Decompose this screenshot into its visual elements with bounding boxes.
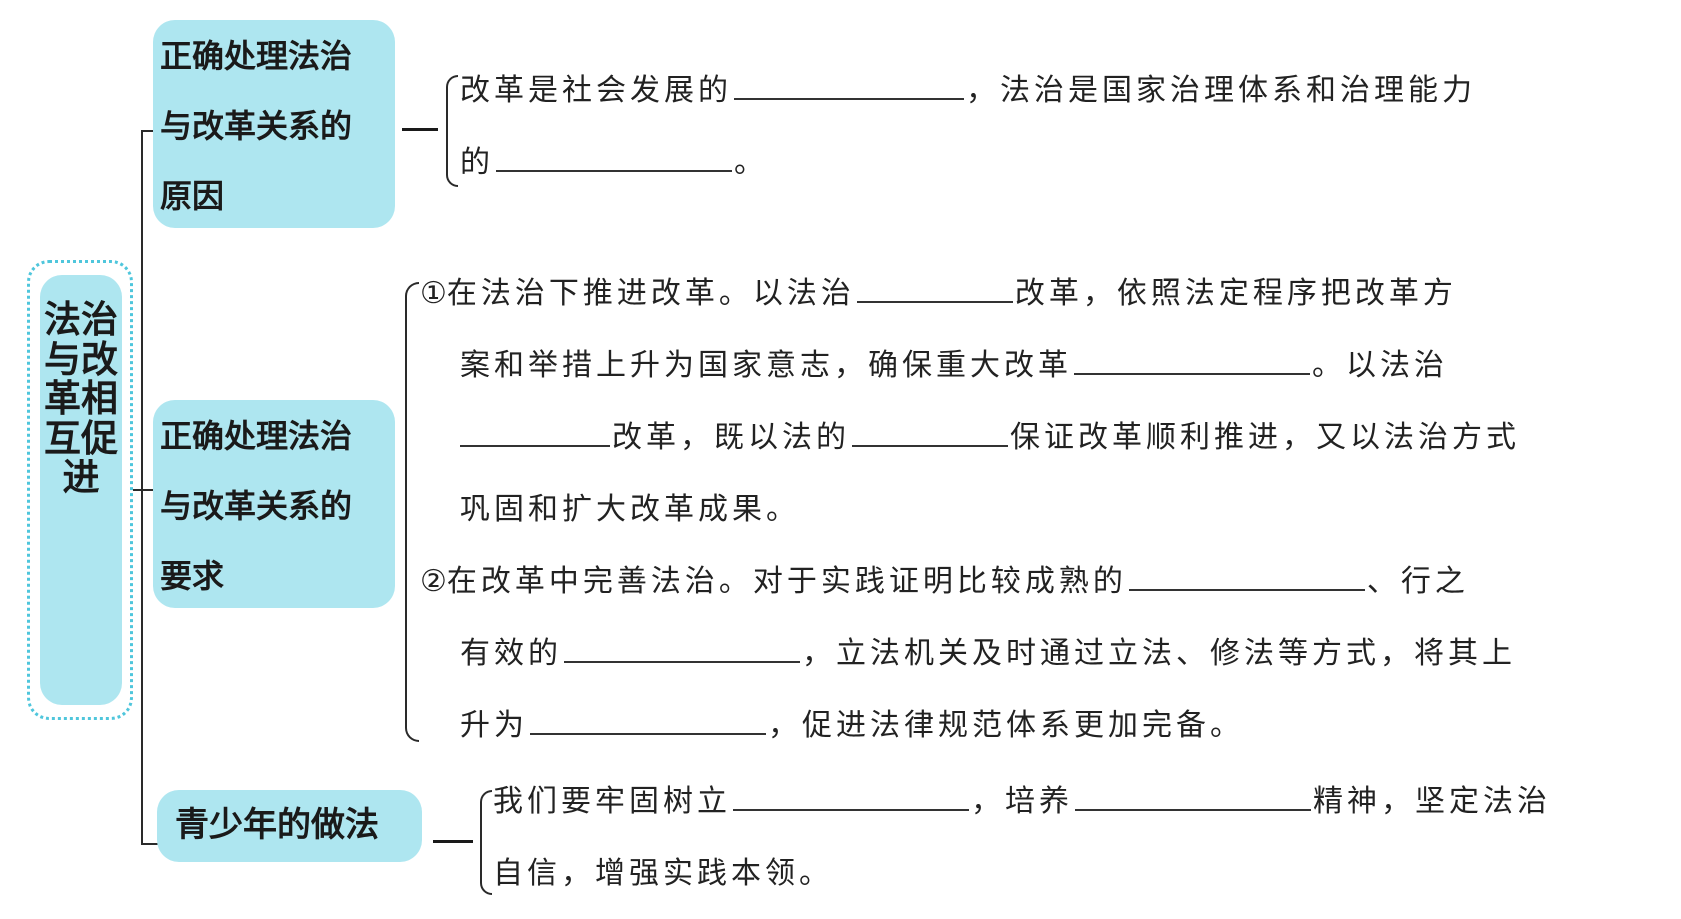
req-text-5b: 、行之 — [1366, 564, 1469, 599]
youth-line-2: 自信，增强实践本领。 — [493, 838, 833, 910]
req-text-1a: 在法治下推进改革。以法治 — [446, 276, 855, 311]
blank-youth-2[interactable] — [1075, 779, 1311, 811]
root-connector — [133, 489, 143, 491]
branch-node-youth — [157, 790, 422, 862]
branch-node-reason — [153, 20, 395, 228]
reason-text-2a: 的 — [460, 145, 494, 180]
branch-dash-youth — [433, 840, 473, 843]
req-text-3b: 保证改革顺利推进，又以法治方式 — [1010, 420, 1520, 455]
req-item2-line-3: 升为 ，促进法律规范体系更加完备。 — [460, 690, 1244, 762]
root-title: 法治与改革相互促进 — [44, 298, 118, 499]
blank-req-1[interactable] — [856, 271, 1013, 303]
blank-req-5[interactable] — [1128, 559, 1365, 591]
branch-label-reason-1: 正确处理法治 — [160, 37, 353, 75]
req-text-6b: ，立法机关及时通过立法、修法等方式，将其上 — [802, 636, 1516, 671]
req-item2-line-1: ②在改革中完善法治。对于实践证明比较成熟的 、行之 — [420, 546, 1469, 618]
blank-reason-2[interactable] — [496, 140, 732, 172]
req-text-5a: 在改革中完善法治。对于实践证明比较成熟的 — [446, 564, 1127, 599]
reason-text-2b: 。 — [734, 145, 768, 180]
youth-text-2: 自信，增强实践本领。 — [493, 856, 833, 891]
item-2-number: ② — [420, 564, 447, 599]
req-item1-line-4: 巩固和扩大改革成果。 — [460, 474, 800, 546]
blank-req-6[interactable] — [564, 631, 800, 663]
branch-label-reason-3: 原因 — [160, 177, 225, 215]
blank-req-7[interactable] — [530, 703, 766, 735]
branch-label-requirement-1: 正确处理法治 — [160, 417, 353, 455]
reason-text-1a: 改革是社会发展的 — [460, 73, 732, 108]
req-item1-line-1: ①在法治下推进改革。以法治 改革，依照法定程序把改革方 — [420, 258, 1457, 330]
req-text-2a: 案和举措上升为国家意志，确保重大改革 — [460, 348, 1072, 383]
branch-label-requirement-3: 要求 — [160, 557, 225, 595]
youth-text-1a: 我们要牢固树立 — [493, 784, 731, 819]
blank-req-3[interactable] — [460, 415, 610, 447]
req-text-1b: 改革，依照法定程序把改革方 — [1014, 276, 1457, 311]
blank-reason-1[interactable] — [734, 68, 964, 100]
youth-text-1c: 精神，坚定法治 — [1313, 784, 1551, 819]
req-text-3a: 改革，既以法的 — [612, 420, 850, 455]
req-text-4: 巩固和扩大改革成果。 — [460, 492, 800, 527]
req-text-7a: 升为 — [460, 708, 528, 743]
trunk-branch-3 — [141, 843, 159, 845]
blank-youth-1[interactable] — [733, 779, 969, 811]
brace-reason — [446, 75, 458, 187]
reason-line-1: 改革是社会发展的 ，法治是国家治理体系和治理能力 — [460, 55, 1476, 127]
brace-requirement — [405, 282, 419, 742]
youth-text-1b: ，培养 — [971, 784, 1073, 819]
req-text-6a: 有效的 — [460, 636, 562, 671]
req-item1-line-3: 改革，既以法的 保证改革顺利推进，又以法治方式 — [460, 402, 1520, 474]
youth-line-1: 我们要牢固树立 ，培养 精神，坚定法治 — [493, 766, 1551, 838]
branch-dash-reason — [402, 128, 438, 131]
req-text-2b: 。以法治 — [1312, 348, 1448, 383]
blank-req-4[interactable] — [852, 415, 1008, 447]
branch-node-requirement — [153, 400, 395, 608]
blank-req-2[interactable] — [1074, 343, 1310, 375]
trunk-branch-1 — [141, 130, 153, 132]
trunk-branch-2 — [141, 489, 153, 491]
branch-label-requirement-2: 与改革关系的 — [160, 487, 353, 525]
trunk-line — [141, 130, 143, 845]
root-node-frame — [27, 260, 133, 720]
branch-label-youth: 青少年的做法 — [175, 805, 379, 845]
req-text-7b: ，促进法律规范体系更加完备。 — [768, 708, 1244, 743]
req-item2-line-2: 有效的 ，立法机关及时通过立法、修法等方式，将其上 — [460, 618, 1516, 690]
item-1-number: ① — [420, 276, 447, 311]
root-node — [40, 275, 122, 705]
brace-youth — [480, 790, 492, 895]
req-item1-line-2: 案和举措上升为国家意志，确保重大改革 。以法治 — [460, 330, 1448, 402]
reason-line-2: 的。 — [460, 127, 768, 199]
reason-text-1b: ，法治是国家治理体系和治理能力 — [966, 73, 1476, 108]
branch-label-reason-2: 与改革关系的 — [160, 107, 353, 145]
